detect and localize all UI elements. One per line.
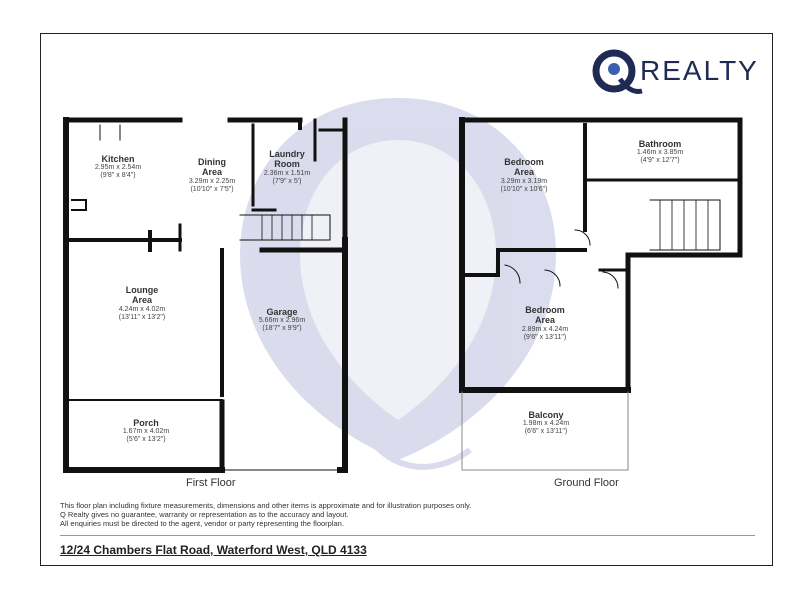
room-dim-m: 1.98m x 4.24m	[522, 420, 570, 428]
room-dim-m: 3.29m x 2.25m	[188, 177, 236, 185]
room-dim-m: 1.46m x 3.85m	[636, 149, 684, 157]
room-name: Bathroom	[638, 139, 682, 149]
first-floor-caption: First Floor	[186, 477, 236, 489]
room-name: Kitchen	[101, 154, 135, 164]
room-dim-ft: (10'10" x 7'5")	[190, 185, 234, 193]
room-name: Garage	[266, 307, 298, 317]
disclaimer: This floor plan including fixture measur…	[60, 501, 740, 528]
footer-divider	[60, 535, 755, 536]
room-dim-ft: (7'9" x 5')	[272, 177, 302, 185]
room-dim-m: 2.95m x 2.54m	[94, 164, 142, 172]
room-dim-ft: (6'6" x 13'11")	[524, 428, 568, 436]
room-dim-ft: (10'10" x 10'6")	[500, 185, 548, 193]
ground-floor-walls	[459, 117, 743, 471]
room-porch: Porch 1.67m x 4.02m (5'6" x 13'2")	[123, 418, 169, 444]
room-dim-ft: (13'11" x 13'2")	[118, 313, 166, 321]
room-dim-m: 3.29m x 3.19m	[500, 177, 548, 185]
disclaimer-line: Q Realty gives no guarantee, warranty or…	[60, 510, 349, 519]
room-dim-m: 4.24m x 4.02m	[118, 305, 166, 313]
room-dim-ft: (4'9" x 12'7")	[640, 157, 680, 165]
room-dim-ft: (18'7" x 9'9")	[262, 325, 302, 333]
room-dim-m: 1.67m x 4.02m	[122, 428, 170, 436]
property-address: 12/24 Chambers Flat Road, Waterford West…	[60, 543, 367, 557]
room-dim-ft: (9'6" x 13'11")	[523, 333, 567, 341]
first-floor-walls	[63, 117, 348, 473]
room-name: Porch	[133, 418, 159, 428]
watermark-logo	[240, 98, 556, 470]
room-dim-m: 5.66m x 2.96m	[258, 317, 306, 325]
room-garage: Garage 5.66m x 2.96m (18'7" x 9'9")	[259, 307, 305, 333]
disclaimer-line: All enquiries must be directed to the ag…	[60, 519, 344, 528]
room-kitchen: Kitchen 2.95m x 2.54m (9'8" x 8'4")	[95, 154, 141, 180]
brand-name: REALTY	[640, 55, 759, 86]
room-balcony: Balcony 1.98m x 4.24m (6'6" x 13'11")	[523, 410, 569, 436]
q-letter-mark	[592, 49, 643, 94]
room-dim-ft: (5'6" x 13'2")	[126, 436, 166, 444]
ground-floor-caption: Ground Floor	[554, 477, 619, 489]
room-dim-m: 2.36m x 1.51m	[263, 169, 311, 177]
room-bathroom: Bathroom 1.46m x 3.85m (4'9" x 12'7")	[637, 139, 683, 165]
room-name: Balcony	[528, 410, 564, 420]
room-dim-ft: (9'8" x 8'4")	[100, 172, 136, 180]
room-dim-m: 2.89m x 4.24m	[521, 325, 569, 333]
q-realty-logo	[592, 49, 643, 94]
disclaimer-line: This floor plan including fixture measur…	[60, 501, 472, 510]
